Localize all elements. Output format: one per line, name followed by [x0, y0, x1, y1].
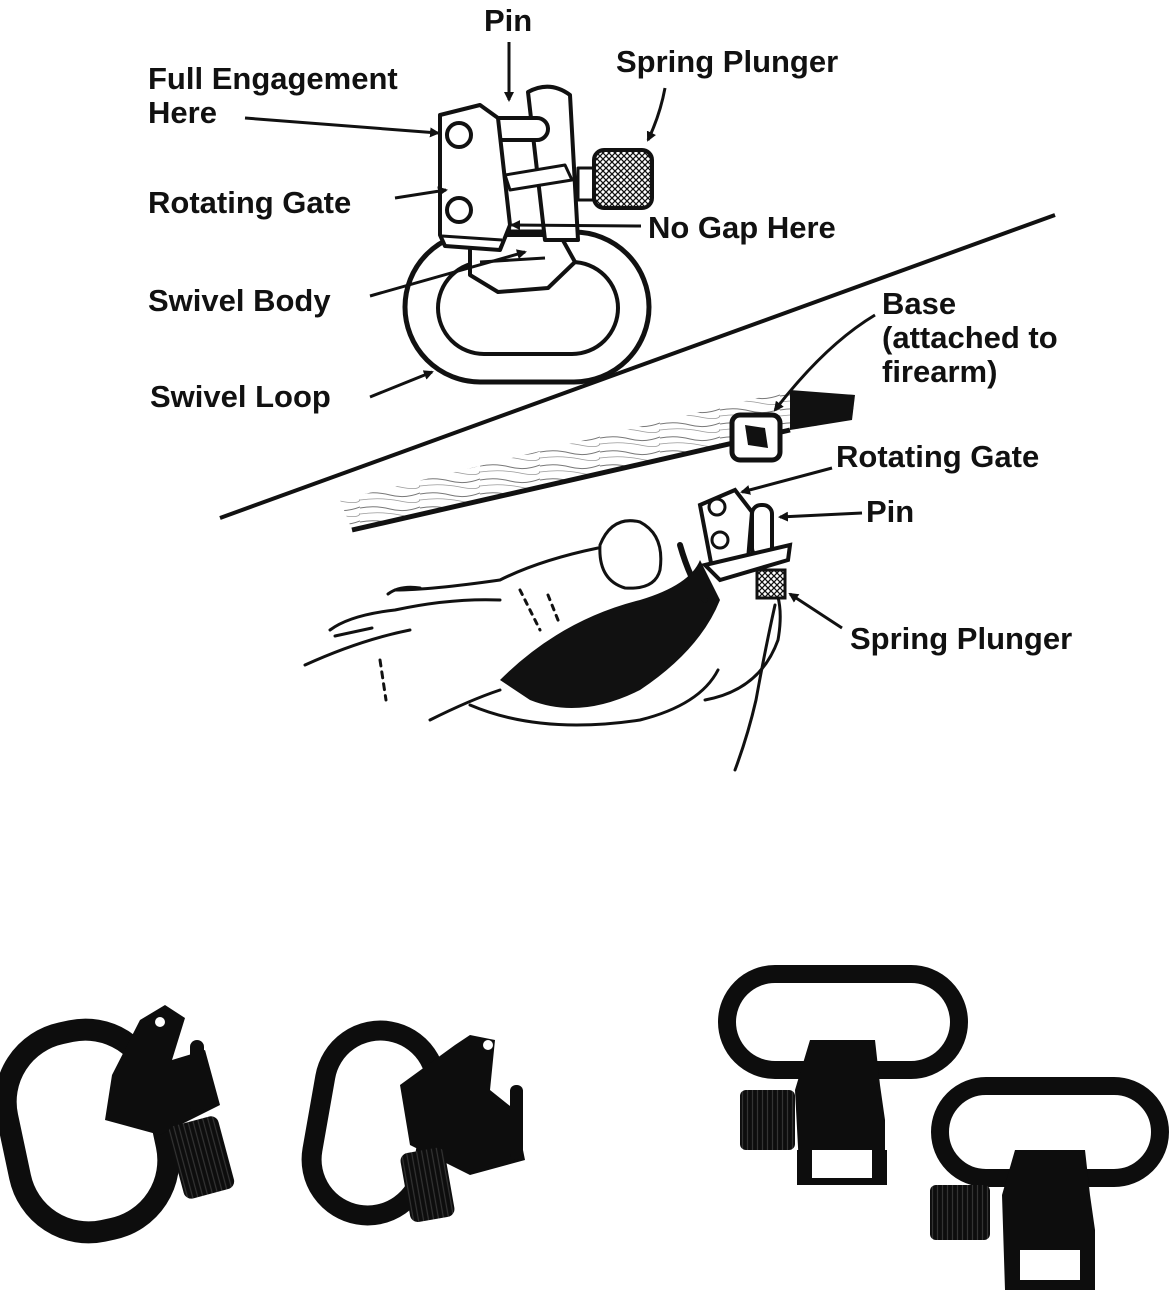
swivel-photo-c: [718, 965, 968, 1185]
swivel-photo-b: [301, 1020, 525, 1226]
bottom-callout-arrows: [740, 313, 876, 630]
label-pin-bottom: Pin: [866, 494, 915, 529]
label-swivel-loop: Swivel Loop: [150, 379, 331, 414]
swivel-photo-d: [930, 1077, 1169, 1290]
label-spring-plunger-top: Spring Plunger: [616, 44, 839, 79]
swivel-photo-a: [0, 1005, 235, 1244]
hand-drawing: [303, 487, 793, 772]
diagonal-divider: [219, 213, 1056, 520]
label-base: Base (attached to firearm): [882, 286, 1058, 389]
rifle-stock-drawing: [340, 390, 855, 533]
label-rotating-gate-top: Rotating Gate: [148, 185, 352, 220]
label-no-gap: No Gap Here: [648, 210, 836, 245]
label-pin-top: Pin: [484, 3, 533, 38]
label-swivel-body: Swivel Body: [148, 283, 331, 318]
top-callout-arrows: [244, 42, 667, 399]
swivel-photo: [0, 965, 1169, 1290]
sling-swivel-drawing: [402, 84, 654, 385]
label-rotating-gate-bottom: Rotating Gate: [836, 439, 1040, 474]
label-full-engagement: Full Engagement Here: [148, 61, 398, 130]
label-spring-plunger-bottom: Spring Plunger: [850, 621, 1073, 656]
